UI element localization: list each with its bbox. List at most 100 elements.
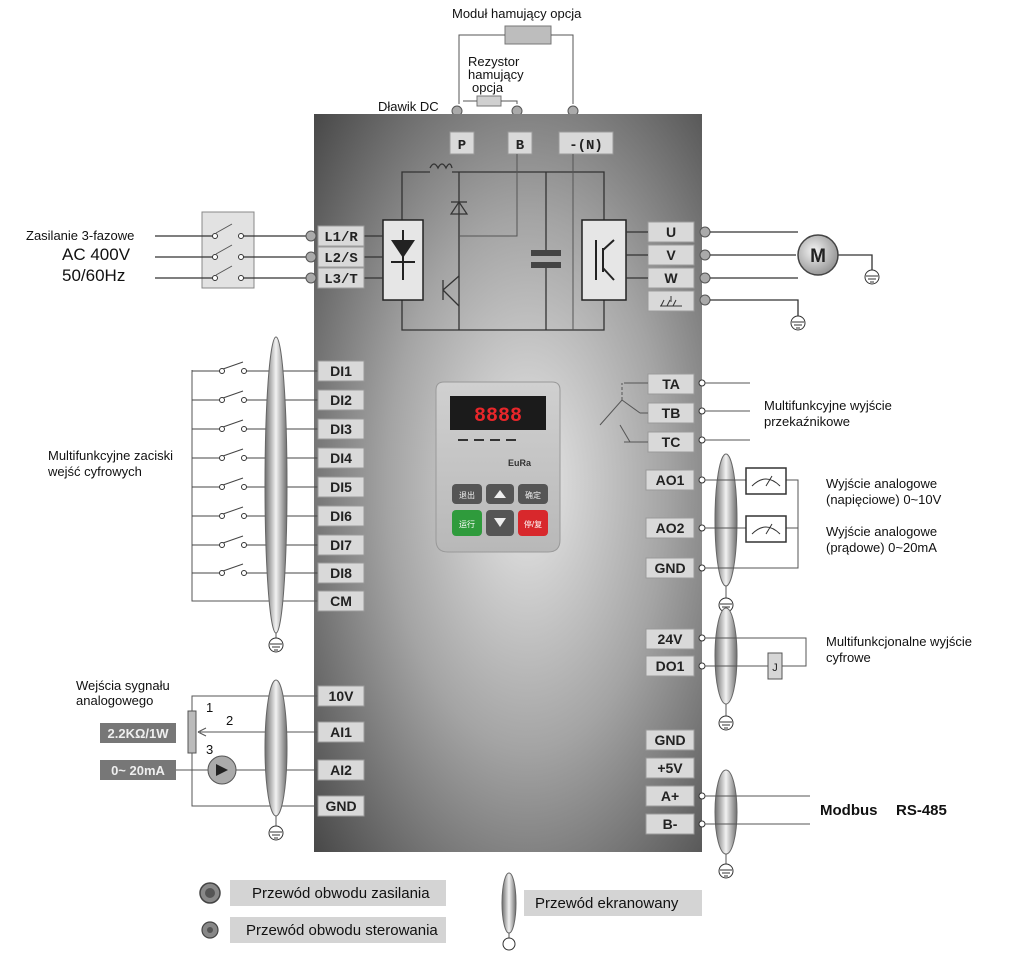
keypad-key-right[interactable] <box>518 484 548 504</box>
legend: Przewód obwodu zasilania Przewód obwodu … <box>199 872 702 951</box>
pot-pin-2: 2 <box>226 713 233 728</box>
digital-input-switch <box>192 506 318 517</box>
terminal-box-do1 <box>645 655 695 677</box>
shielded-wire-legend-ground-icon <box>502 937 516 951</box>
ao1-label-2: (napięciowe) 0~10V <box>826 492 942 507</box>
terminal-u: U <box>666 224 676 240</box>
terminal-box-ta <box>647 373 695 395</box>
analog-in-shield-icon <box>264 679 288 817</box>
control-wire-legend-box <box>230 917 446 943</box>
current-source-value: 0~ 20mA <box>111 763 165 778</box>
pe-ground-icon <box>660 296 682 307</box>
terminal-24v: 24V <box>658 631 684 647</box>
relay-output-label-2: przekaźnikowe <box>764 414 850 429</box>
keypad-key-run-label: 运行 <box>459 519 475 529</box>
pot-value-box <box>100 723 176 743</box>
digital-out-shield-icon <box>714 607 738 705</box>
switch-contact <box>241 426 247 432</box>
ao2-label-1: Wyjście analogowe <box>826 524 937 539</box>
control-wire-legend-icon-core <box>207 927 213 933</box>
switch-contact <box>241 368 247 374</box>
terminal-cm: CM <box>330 593 352 609</box>
terminal-box-di5 <box>317 476 365 498</box>
motor-label: M <box>810 246 826 267</box>
relay-coil-icon <box>767 652 783 680</box>
terminal-comm-gnd: GND <box>654 732 685 748</box>
motor-icon <box>797 234 839 276</box>
terminal-box-di6 <box>317 505 365 527</box>
shielded-wire-legend-icon <box>501 872 517 934</box>
voltmeter-icon <box>745 467 787 495</box>
terminal-ai2: AI2 <box>330 762 352 778</box>
terminal-box-cm <box>317 590 365 612</box>
braking-module-box <box>504 25 552 45</box>
relay-contact-icon <box>599 382 648 443</box>
terminal-ai-gnd: GND <box>325 798 356 814</box>
analog-out-wires <box>698 476 799 613</box>
terminal-box-ai1 <box>317 721 365 743</box>
terminal-box-n <box>558 131 614 155</box>
power-wire-legend-icon-core <box>205 888 215 898</box>
igbt-icon <box>595 239 615 281</box>
power-wire-legend: Przewód obwodu zasilania <box>252 885 430 902</box>
terminal-box-di3 <box>317 418 365 440</box>
braking-module-wires <box>458 34 574 104</box>
supply-wires <box>155 223 383 284</box>
terminal-box-b <box>507 131 533 155</box>
arrow-down-icon <box>494 518 506 527</box>
braking-resistor-label-2: hamujący <box>468 67 524 82</box>
digital-input-switch <box>192 448 318 459</box>
arrow-up-icon <box>494 490 506 498</box>
analog-in-shield-ground-icon <box>268 816 284 841</box>
keypad-key-left[interactable] <box>452 484 482 504</box>
digital-input-switches <box>192 361 318 576</box>
ammeter-icon <box>745 515 787 543</box>
switch-contact <box>219 426 225 432</box>
terminal-ai1: AI1 <box>330 724 352 740</box>
terminal-box-l3 <box>317 267 365 289</box>
digital-input-switch <box>192 563 318 574</box>
terminal-b: B <box>516 138 525 154</box>
switch-contact <box>219 397 225 403</box>
analog-in-label-2: analogowego <box>76 693 153 708</box>
terminal-l3: L3/T <box>324 272 358 288</box>
digital-shield-ground-icon <box>268 633 284 653</box>
switch-contact <box>219 484 225 490</box>
switch-contact <box>219 513 225 519</box>
keypad-display <box>450 396 546 430</box>
keypad-key-stop[interactable] <box>518 510 548 536</box>
switch-contact <box>241 542 247 548</box>
digital-common-wire <box>191 370 318 602</box>
power-circuit <box>401 154 605 331</box>
supply-label-2: AC 400V <box>62 245 131 264</box>
terminal-di1: DI1 <box>330 363 352 379</box>
digital-inputs-label-1: Multifunkcyjne zaciski <box>48 448 173 463</box>
terminal-di3: DI3 <box>330 421 352 437</box>
pot-pin-1: 1 <box>206 700 213 715</box>
shielded-wire-legend-box <box>524 890 702 916</box>
keypad-key-stop-label: 停/复 <box>524 519 542 529</box>
keypad-key-run[interactable] <box>452 510 482 536</box>
terminal-l1: L1/R <box>324 230 358 246</box>
main-breaker-box <box>201 211 255 289</box>
terminal-box-10v <box>317 685 365 707</box>
keypad-key-right-label: 确定 <box>525 490 541 500</box>
digital-output-label-1: Multifunkcjonalne wyjście <box>826 634 972 649</box>
braking-module-label: Moduł hamujący opcja <box>452 6 582 21</box>
digital-shield-icon <box>264 336 288 634</box>
keypad: 8888 EuRa 退出 确定 运行 停/复 <box>435 381 561 553</box>
terminal-ao2: AO2 <box>656 520 685 536</box>
braking-resistor-label-1: Rezystor <box>468 54 520 69</box>
terminal-box-24v <box>645 628 695 650</box>
keypad-brand: EuRa <box>508 458 532 468</box>
terminal-l2: L2/S <box>324 251 358 267</box>
terminal-w: W <box>664 270 678 286</box>
terminal-di7: DI7 <box>330 537 352 553</box>
terminal-tc: TC <box>662 434 681 450</box>
terminal-di2: DI2 <box>330 392 352 408</box>
terminal-ta: TA <box>662 376 680 392</box>
digital-input-switch <box>192 477 318 488</box>
terminal-tb: TB <box>662 405 681 421</box>
terminal-ao-gnd: GND <box>654 560 685 576</box>
